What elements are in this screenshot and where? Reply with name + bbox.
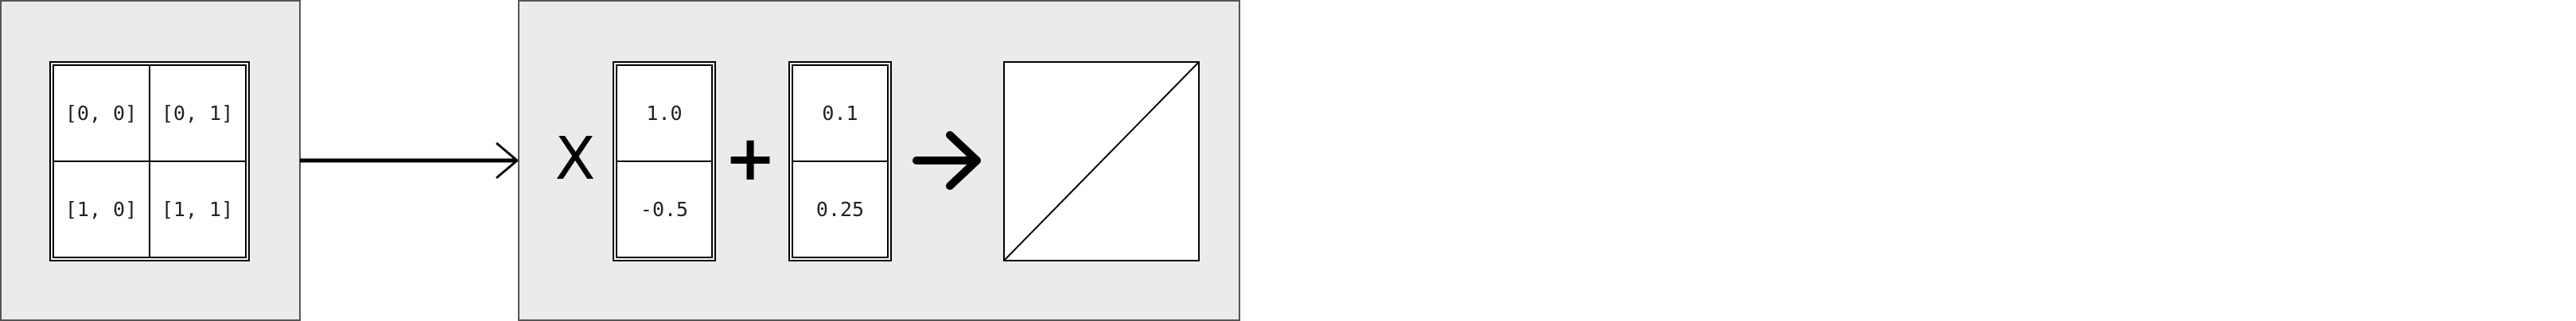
multiply-symbol: X	[555, 125, 596, 193]
transform-panel: X 1.0 -0.5 + 0.1 0.25	[518, 0, 1240, 321]
weight-value: -0.5	[640, 198, 688, 221]
index-grid: [0, 0] [0, 1] [1, 0] [1, 1]	[49, 61, 250, 261]
plus-symbol: +	[724, 123, 776, 195]
weight-value: 1.0	[646, 102, 682, 125]
arrow-right-icon	[300, 141, 519, 180]
bias-value: 0.25	[816, 198, 864, 221]
input-panel: [0, 0] [0, 1] [1, 0] [1, 1]	[0, 0, 301, 321]
connector-arrowhead	[496, 141, 519, 180]
bias-column: 0.1 0.25	[788, 61, 892, 261]
index-cell-0-1: [0, 1]	[161, 102, 233, 125]
diagonal-square-icon	[1003, 61, 1200, 261]
result-arrow-icon	[912, 131, 981, 190]
bias-value: 0.1	[822, 102, 858, 125]
index-cell-1-0: [1, 0]	[65, 198, 137, 221]
result-arrow-head	[946, 131, 981, 190]
index-cell-1-1: [1, 1]	[161, 198, 233, 221]
index-cell-0-0: [0, 0]	[65, 102, 137, 125]
output-diagonal	[1003, 61, 1200, 261]
weights-column: 1.0 -0.5	[613, 61, 716, 261]
